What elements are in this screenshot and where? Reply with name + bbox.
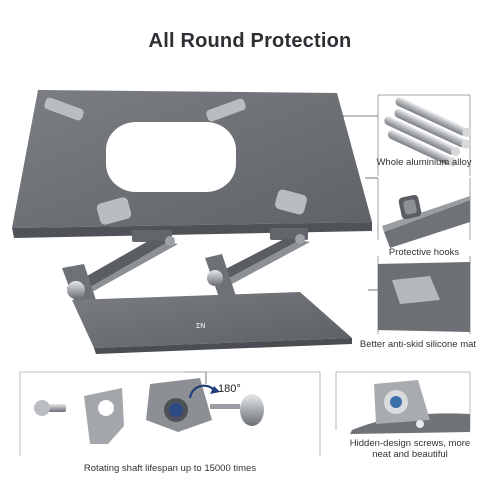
callout-silicone-image [377, 256, 471, 334]
caption-screws-line1: Hidden-design screws, more [349, 438, 471, 449]
bracket-part [84, 388, 124, 444]
callout-shaft-image: 180° [19, 371, 321, 456]
callout-screws-image [335, 371, 471, 434]
caption-screws: Hidden-design screws, more neat and beau… [336, 438, 484, 460]
protective-hook [132, 230, 172, 242]
brand-logo: ΣΝ [196, 323, 205, 330]
page-title: All Round Protection [148, 30, 352, 52]
silicone-pad [206, 98, 246, 122]
silicone-pad [96, 197, 132, 225]
rotation-angle-label: 180° [218, 383, 241, 395]
silicone-pad [44, 97, 84, 121]
silicone-pad [275, 189, 307, 215]
caption-screws-line2: neat and beautiful [372, 449, 448, 460]
stand-base: ΣΝ [72, 292, 352, 354]
callout-aluminium-image [377, 94, 472, 176]
rotation-arrow-icon [188, 384, 215, 399]
stand-arms [62, 234, 310, 316]
screw-part [210, 404, 240, 409]
washer-part [240, 394, 264, 426]
tray-cutout [106, 122, 236, 192]
callout-hooks-image [377, 178, 471, 248]
caption-silicone: Better anti-skid silicone mat [359, 339, 477, 350]
stand-top-tray [12, 90, 372, 242]
caption-aluminium: Whole aluminium alloy [376, 157, 472, 168]
caption-hooks: Protective hooks [388, 247, 460, 258]
caption-shaft: Rotating shaft lifespan up to 15000 time… [83, 463, 257, 474]
